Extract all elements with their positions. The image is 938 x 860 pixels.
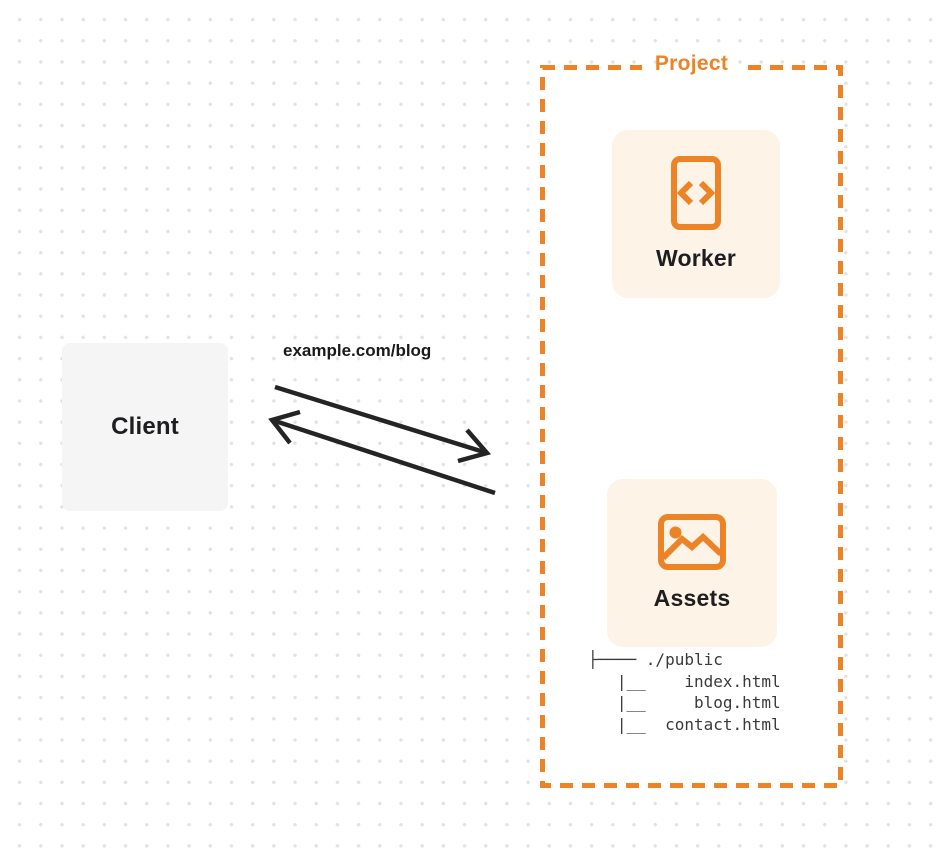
request-arrow — [274, 384, 492, 464]
assets-label: Assets — [653, 585, 731, 611]
client-node: Client — [62, 343, 228, 511]
client-label: Client — [111, 413, 179, 440]
response-arrow — [268, 409, 496, 496]
image-icon — [658, 514, 726, 570]
project-container: Project Worker Assets ├──── ./public |__… — [540, 52, 843, 788]
worker-label: Worker — [655, 245, 737, 271]
project-label: Project — [654, 52, 729, 75]
assets-node: Assets — [607, 479, 777, 647]
worker-node: Worker — [612, 130, 780, 298]
request-url-label: example.com/blog — [283, 341, 432, 360]
code-document-icon — [671, 156, 721, 230]
assets-file-tree: ├──── ./public |__ index.html |__ blog.h… — [588, 650, 781, 734]
project-dashed-border — [540, 65, 843, 788]
